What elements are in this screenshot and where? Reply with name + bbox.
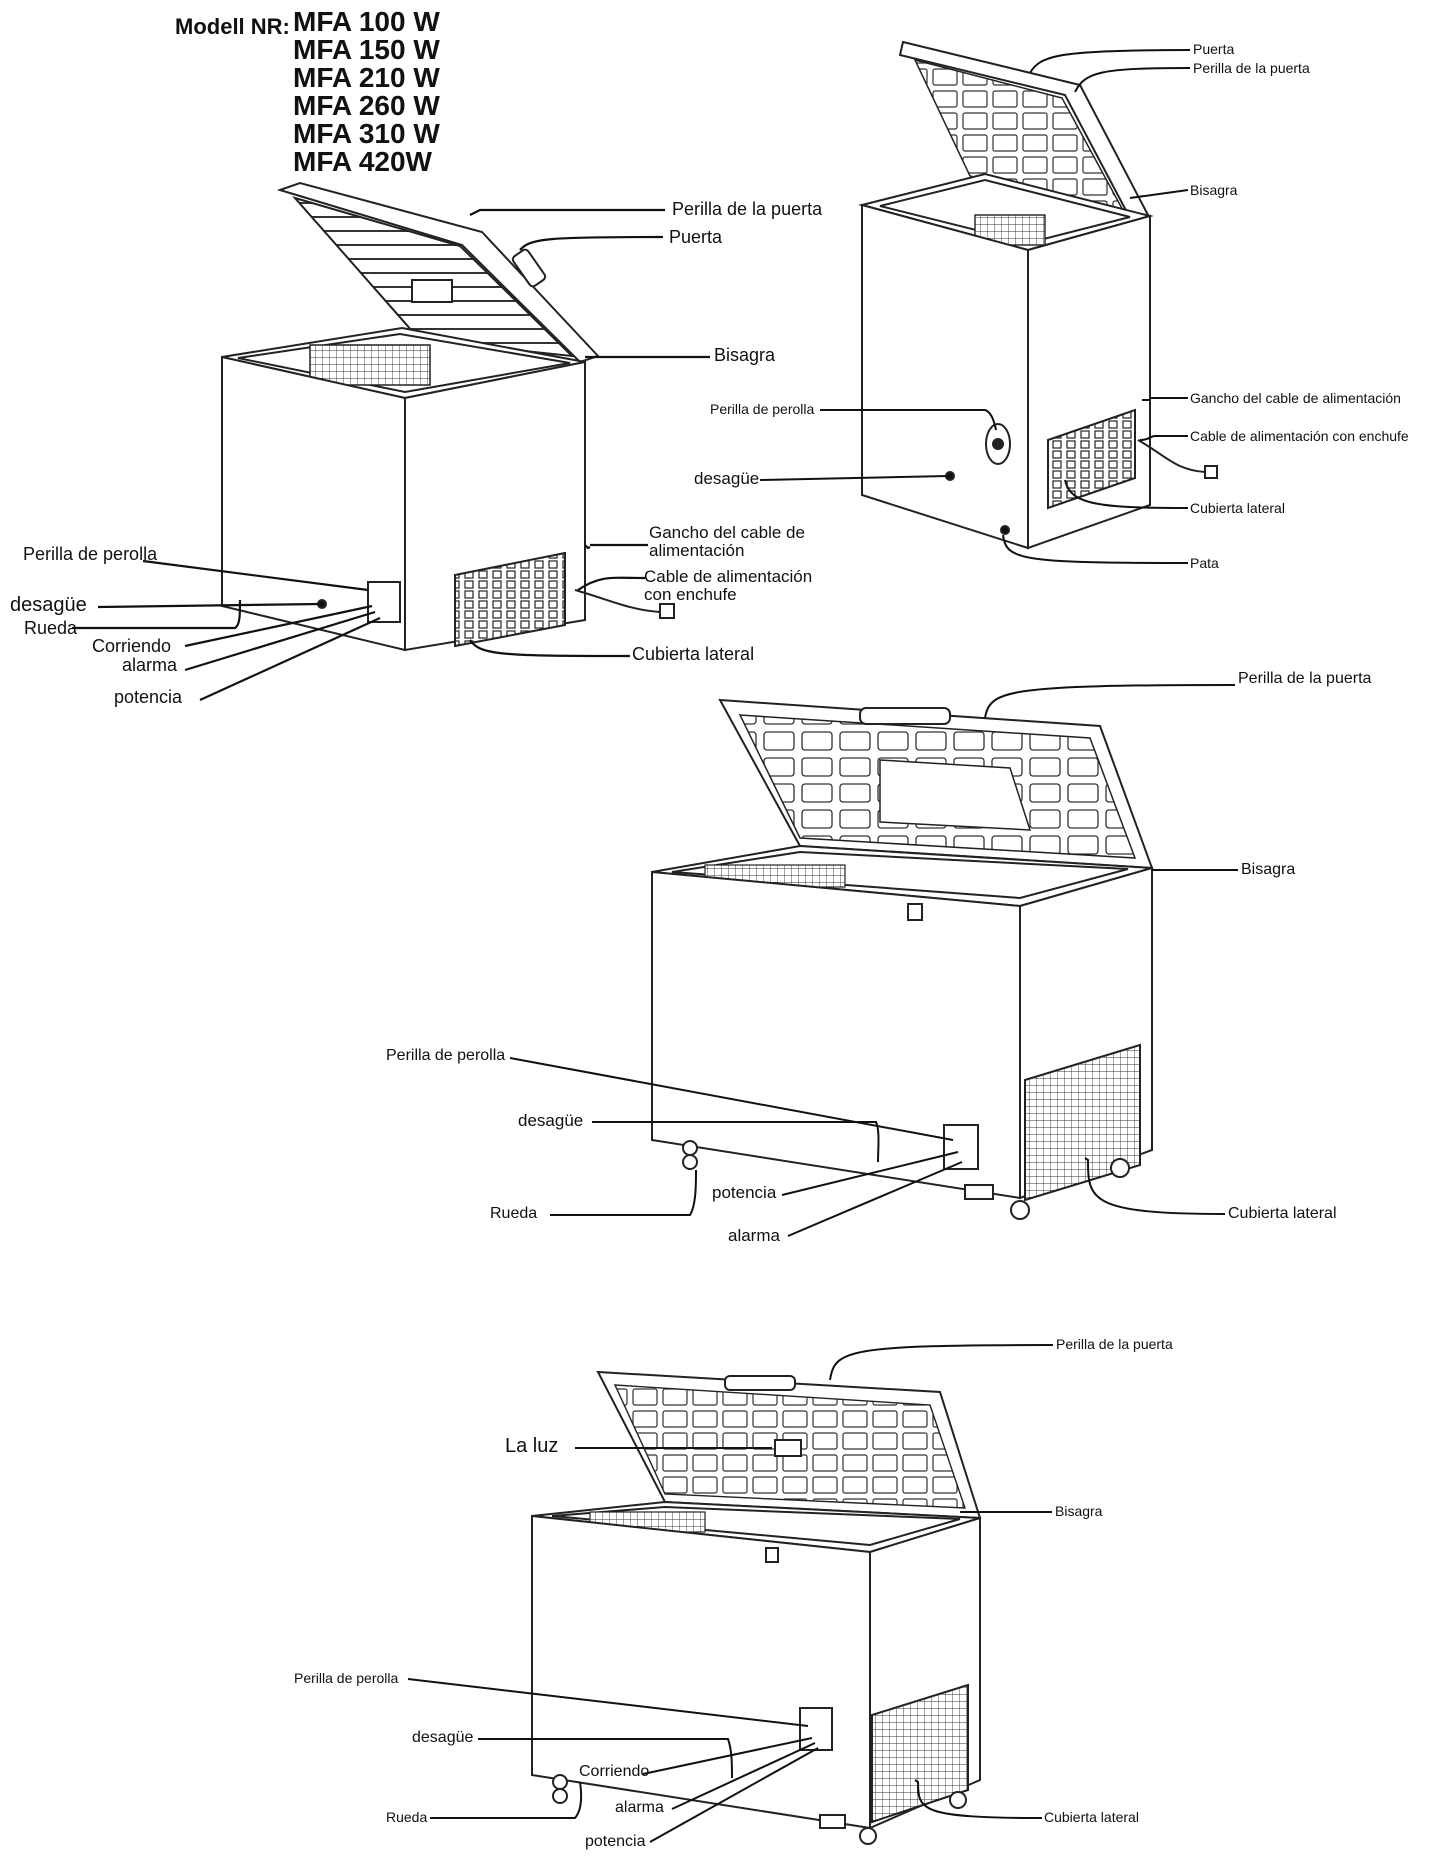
fig3-label-wheel: Rueda — [490, 1205, 538, 1222]
model-label: Modell NR: — [175, 14, 290, 39]
fig3-label-alarm: alarma — [728, 1226, 780, 1245]
fig4-leaders — [407, 1344, 1054, 1843]
fig3-label-side-cover: Cubierta lateral — [1228, 1205, 1337, 1222]
fig1-lid-light — [411, 279, 453, 303]
fig4-lid-light — [774, 1439, 802, 1457]
model-item: MFA 420W — [293, 146, 432, 177]
fig4-wheel — [552, 1788, 568, 1804]
fig4-door-handle — [724, 1375, 796, 1391]
fig4-wheel — [859, 1827, 877, 1845]
fig4-front — [531, 1514, 871, 1830]
fig3-lock — [907, 903, 923, 921]
fig4-side-cover — [871, 1683, 969, 1824]
model-item: MFA 150 W — [293, 34, 440, 65]
fig4-wheel — [552, 1774, 568, 1790]
fig3-label-knob: Perilla de perolla — [386, 1047, 506, 1064]
fig3-side-cover — [1024, 1043, 1141, 1202]
fig3-lid-window — [879, 759, 1032, 831]
fig1-power-cable — [574, 589, 661, 613]
fig2-label-knob: Perilla de perolla — [710, 401, 815, 417]
fig4-label-knob: Perilla de perolla — [294, 1670, 399, 1686]
fig4-label-alarm: alarma — [615, 1799, 664, 1816]
fig3-wheel — [682, 1154, 698, 1170]
model-item: MFA 100 W — [293, 6, 440, 37]
model-item: MFA 260 W — [293, 90, 440, 121]
fig3-label-door-knob: Perilla de la puerta — [1238, 670, 1372, 687]
fig1-label-alarm: alarma — [122, 655, 178, 675]
fig4-label-door-knob: Perilla de la puerta — [1056, 1336, 1173, 1352]
fig2-side — [1027, 214, 1151, 550]
fig1-side-cover — [454, 551, 566, 648]
fig2-front — [861, 203, 1029, 550]
fig1-leaders — [72, 208, 710, 702]
fig3-wheel — [682, 1140, 698, 1156]
model-list: MFA 100 W MFA 150 W MFA 210 W MFA 260 W … — [293, 8, 440, 176]
fig2-label-hinge: Bisagra — [1190, 182, 1238, 198]
fig1-label-hinge: Bisagra — [714, 345, 776, 365]
fig1-label-door-knob: Perilla de la puerta — [672, 199, 823, 219]
fig1-door-handle — [511, 248, 547, 288]
fig3-label-power: potencia — [712, 1183, 777, 1202]
fig3-foot — [964, 1184, 994, 1200]
fig4-foot — [819, 1814, 846, 1829]
fig4-label-hinge: Bisagra — [1055, 1503, 1103, 1519]
fig1-label-wheel: Rueda — [24, 618, 78, 638]
fig2-label-power-cable: Cable de alimentación con enchufe — [1190, 428, 1409, 444]
fig1-label-power-cable: Cable de alimentación con enchufe — [644, 567, 813, 604]
fig1-label-door: Puerta — [669, 227, 723, 247]
fig1-label-running: Corriendo — [92, 636, 172, 656]
fig4-label-power: potencia — [585, 1833, 646, 1850]
fig1-label-side-cover: Cubierta lateral — [632, 644, 755, 664]
fig4-wheel — [949, 1791, 967, 1809]
fig4-control-panel — [799, 1707, 833, 1751]
fig4-label-wheel: Rueda — [386, 1809, 428, 1825]
figure-3 — [651, 698, 1154, 1220]
fig4-label-drain: desagüe — [412, 1729, 474, 1746]
fig1-plug — [659, 603, 675, 619]
fig3-leaders — [509, 684, 1238, 1237]
fig1-label-drain: desagüe — [10, 594, 87, 616]
figure-4 — [531, 1370, 982, 1845]
fig1-basket — [309, 344, 431, 386]
fig1-label-power: potencia — [114, 687, 183, 707]
fig2-power-cable — [1137, 439, 1206, 473]
fig2-label-drain: desagüe — [694, 469, 760, 488]
fig4-lock — [765, 1547, 779, 1563]
fig4-label-running: Corriendo — [579, 1763, 650, 1780]
fig2-label-side-cover: Cubierta lateral — [1190, 500, 1285, 516]
fig4-label-side-cover: Cubierta lateral — [1044, 1809, 1139, 1825]
fig3-wheel — [1110, 1158, 1130, 1178]
fig4-label-light: La luz — [505, 1435, 559, 1457]
fig2-label-cable-hook: Gancho del cable de alimentación — [1190, 390, 1401, 406]
fig2-control-dot — [992, 438, 1004, 450]
fig2-label-door-knob: Perilla de la puerta — [1193, 60, 1310, 76]
fig2-label-door: Puerta — [1193, 41, 1235, 57]
fig1-lid-liner — [291, 196, 575, 358]
fig3-label-hinge: Bisagra — [1241, 861, 1296, 878]
fig2-label-leg: Pata — [1190, 555, 1219, 571]
fig3-opening — [671, 850, 1129, 900]
fig2-side-cover — [1047, 408, 1136, 510]
model-item: MFA 310 W — [293, 118, 440, 149]
fig2-leaders — [759, 49, 1191, 564]
figure-2 — [858, 40, 1218, 550]
fig3-wheel — [1010, 1200, 1030, 1220]
model-item: MFA 210 W — [293, 62, 440, 93]
fig3-door-handle — [859, 707, 951, 725]
fig2-plug — [1204, 465, 1218, 479]
fig1-label-cable-hook: Gancho del cable de alimentación — [649, 523, 805, 560]
fig1-control-panel — [367, 581, 401, 623]
fig1-label-knob: Perilla de perolla — [23, 544, 158, 564]
fig2-leg — [1000, 525, 1010, 535]
fig3-label-drain: desagüe — [518, 1111, 584, 1130]
